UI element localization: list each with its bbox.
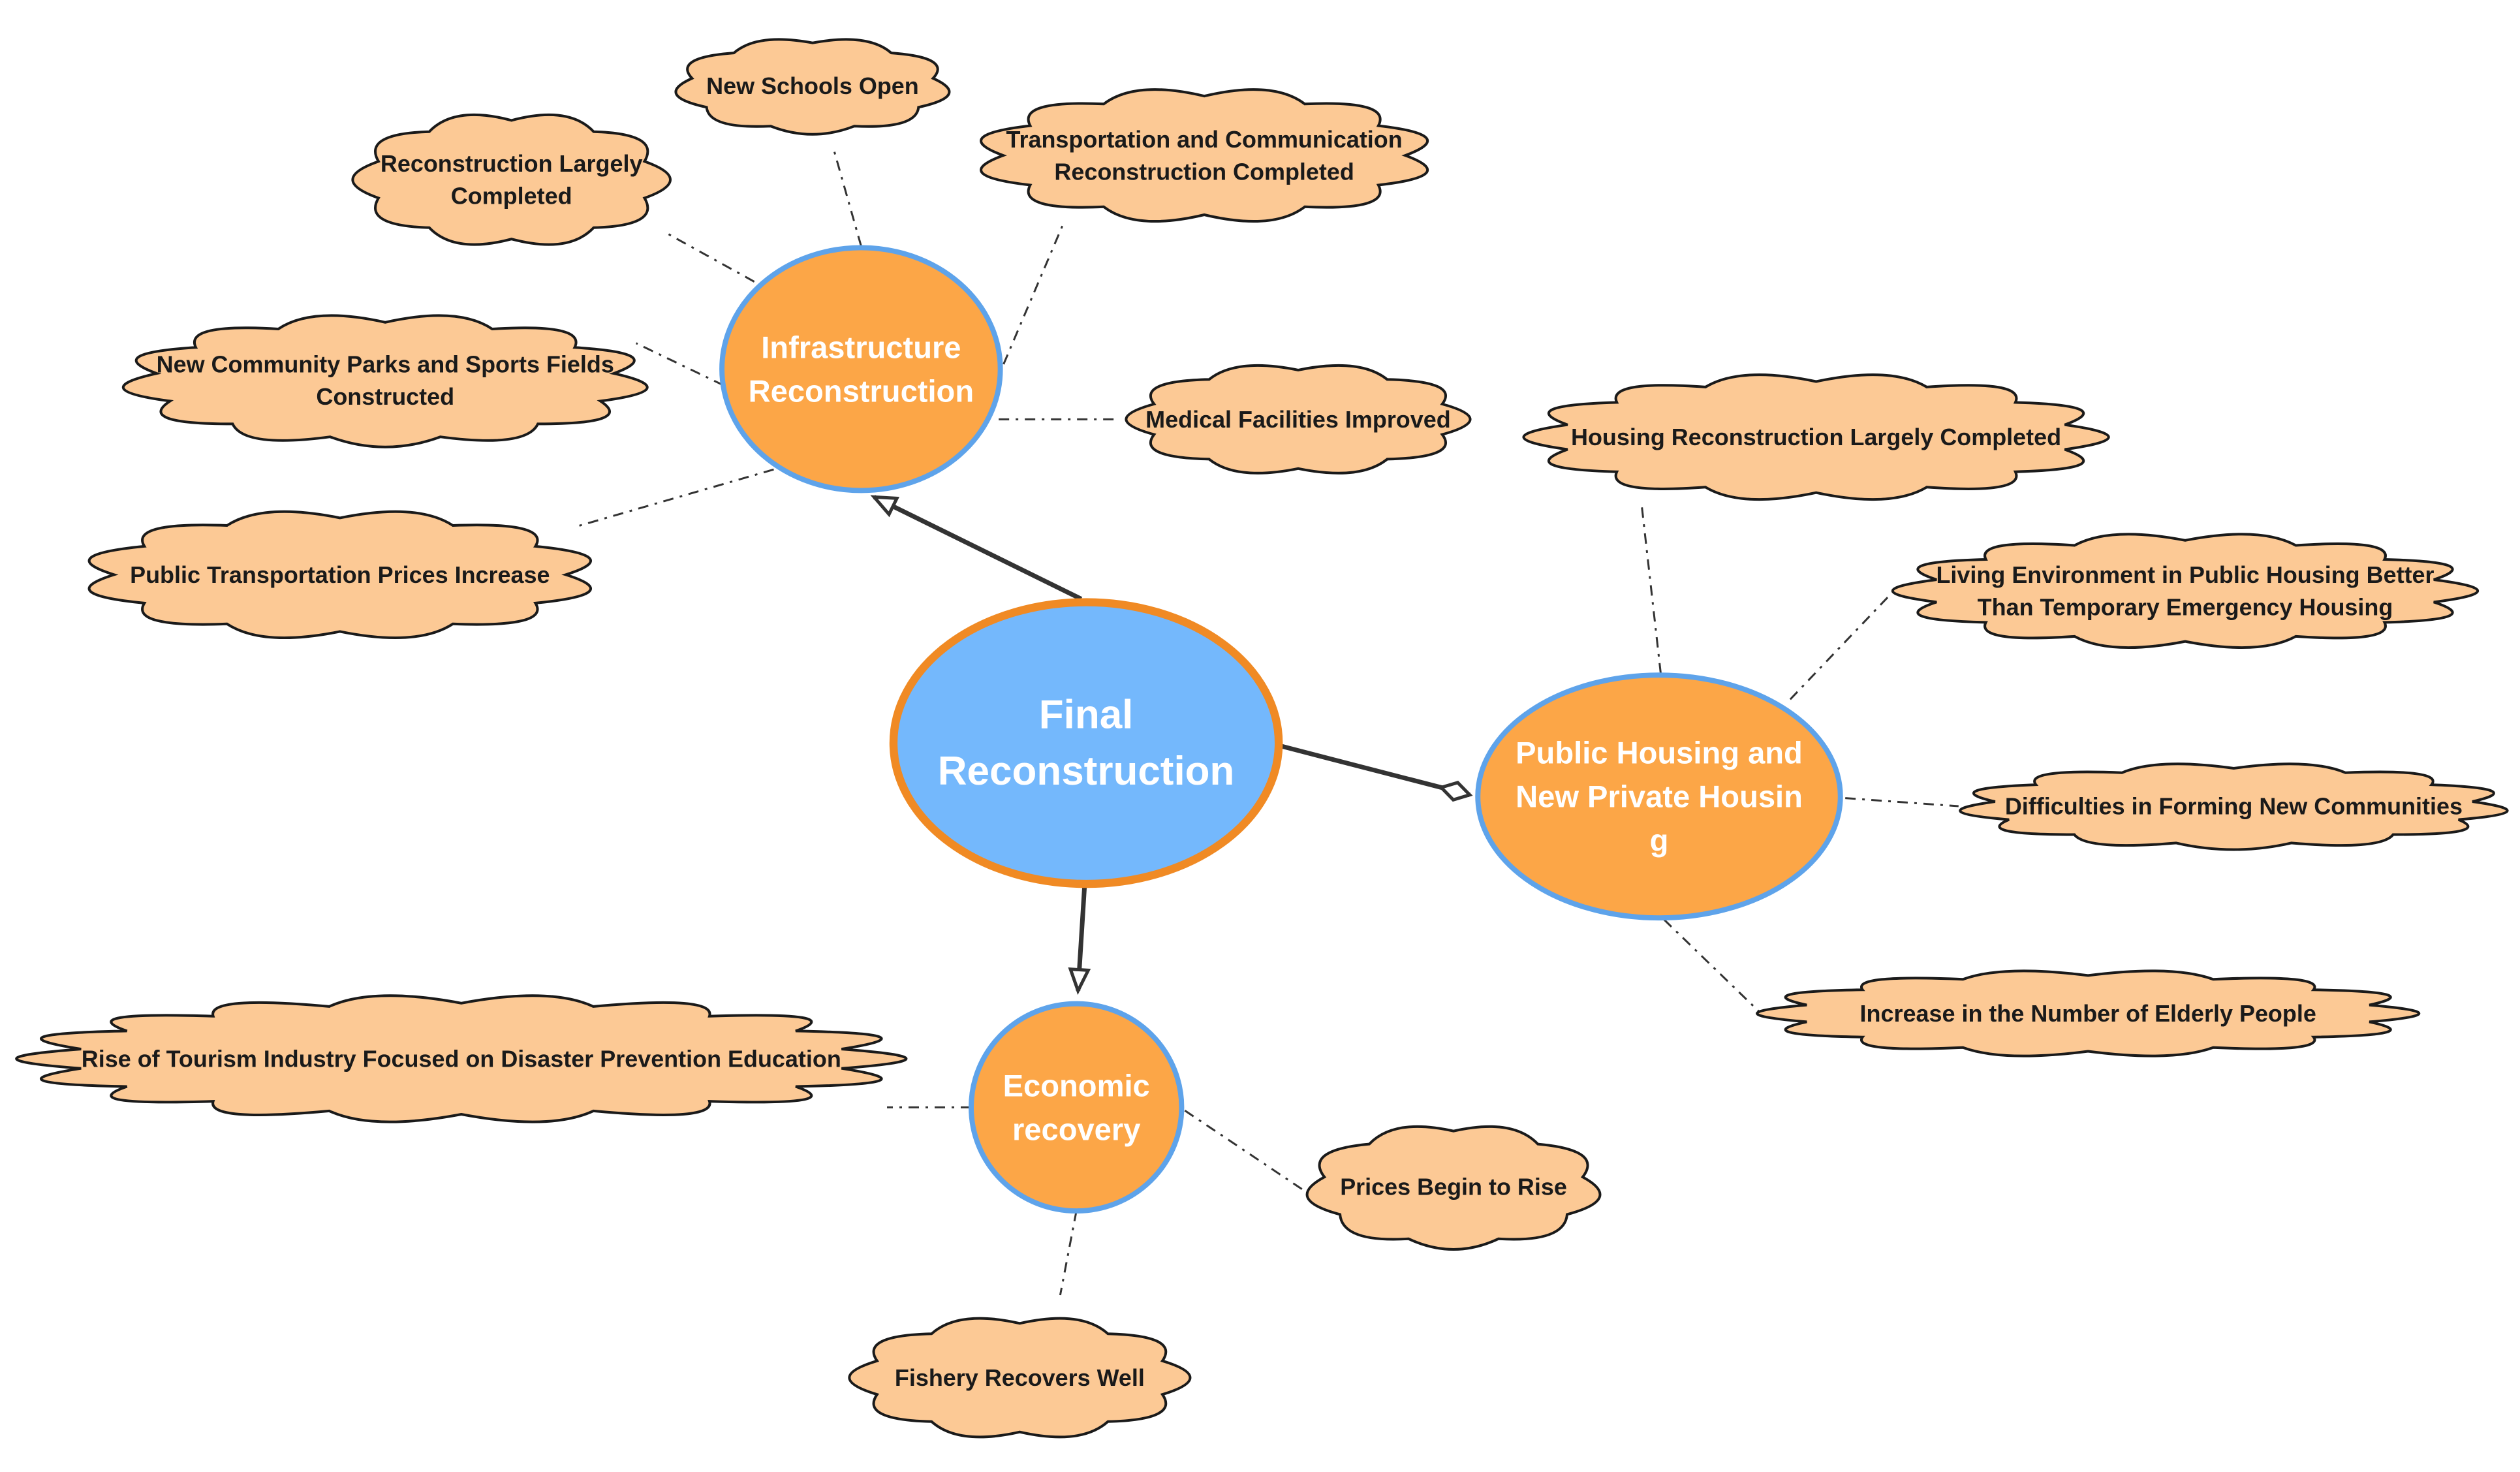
link-new-schools [832,148,862,247]
link-living-environment [1789,590,1895,700]
cloud-new-schools[interactable]: New Schools Open [674,38,951,136]
branch-node-housing-label-line-3: g [1650,823,1669,858]
cloud-reconstruction-completed-label-line-1: Reconstruction Largely [381,150,643,177]
central-node-label-line-2: Reconstruction [938,749,1235,794]
cloud-tourism-label: Rise of Tourism Industry Focused on Disa… [82,1045,841,1072]
cloud-prices-rise[interactable]: Prices Begin to Rise [1305,1125,1602,1251]
cloud-transport-comm-label-line-2: Reconstruction Completed [1054,158,1354,185]
cloud-prices-rise-shape [1305,1125,1602,1251]
cloud-fishery[interactable]: Fishery Recovers Well [848,1317,1192,1439]
arrow-to-housing [1281,744,1473,802]
cloud-living-environment-label-line-2: Than Temporary Emergency Housing [1978,594,2393,621]
branch-node-housing-label-line-1: Public Housing and [1516,736,1803,770]
cloud-community-parks-label-line-1: New Community Parks and Sports Fields [157,351,614,378]
cloud-transport-comm-label-line-1: Transportation and Communication [1006,126,1402,153]
branch-node-infrastructure-label-line-2: Reconstruction [749,373,974,408]
cloud-living-environment-shape [1891,533,2480,650]
link-elderly [1663,918,1766,1018]
cloud-medical-label: Medical Facilities Improved [1145,406,1451,433]
link-prices-rise [1184,1110,1309,1195]
cloud-elderly-label: Increase in the Number of Elderly People [1860,1000,2316,1027]
cloud-living-environment-label-line-1: Living Environment in Public Housing Bet… [1936,561,2434,588]
cloud-transport-comm-shape [980,88,1429,223]
cloud-housing-completed[interactable]: Housing Reconstruction Largely Completed [1522,373,2110,501]
cloud-new-communities[interactable]: Difficulties in Forming New Communities [1959,762,2509,851]
arrow-to-infrastructure [870,495,1083,601]
cloud-living-environment[interactable]: Living Environment in Public Housing Bet… [1891,533,2480,650]
link-transport-prices [577,468,774,527]
arrow-to-housing-diamond-head [1438,780,1473,802]
cloud-community-parks[interactable]: New Community Parks and Sports FieldsCon… [122,314,649,448]
link-reconstruction-completed [663,230,755,283]
branch-node-economic-label-line-2: recovery [1012,1112,1140,1146]
cloud-transport-prices-shape [87,510,592,640]
central-node-label-line-1: Final [1039,692,1134,737]
link-transport-comm [1003,223,1065,365]
cloud-new-communities-shape [1959,762,2509,851]
nodes-layer: FinalReconstructionInfrastructureReconst… [719,245,1843,1214]
cloud-medical[interactable]: Medical Facilities Improved [1125,364,1472,475]
link-community-parks [635,342,724,386]
branch-node-housing-label-line-2: New Private Housin [1516,779,1803,814]
branch-node-housing-shape [1475,672,1843,921]
cloud-reconstruction-completed-shape [351,113,672,246]
arrow-to-infrastructure-line [873,495,1083,601]
cloud-elderly[interactable]: Increase in the Number of Elderly People [1756,969,2421,1057]
cloud-housing-completed-label: Housing Reconstruction Largely Completed [1571,424,2061,450]
cloud-transport-comm[interactable]: Transportation and CommunicationReconstr… [980,88,1429,223]
branch-node-infrastructure-shape [719,245,1003,493]
cloud-fishery-shape [848,1317,1192,1439]
link-housing-completed [1640,501,1662,674]
links-layer [577,148,1959,1296]
cloud-prices-rise-label: Prices Begin to Rise [1340,1173,1567,1200]
branch-node-economic-shape [969,1001,1185,1214]
cloud-medical-shape [1125,364,1472,475]
link-new-communities [1845,797,1959,807]
cloud-fishery-label: Fishery Recovers Well [895,1364,1145,1391]
branch-node-economic-label-line-1: Economic [1003,1068,1150,1103]
arrow-to-infrastructure-arrow-head [870,495,900,518]
branch-node-infrastructure-label-line-1: Infrastructure [761,330,961,364]
cloud-elderly-shape [1756,969,2421,1057]
cloud-tourism[interactable]: Rise of Tourism Industry Focused on Disa… [15,994,908,1123]
branch-node-economic[interactable]: Economic recovery [969,1001,1185,1214]
cloud-reconstruction-completed-label-line-2: Completed [451,183,572,210]
cloud-transport-prices-label: Public Transportation Prices Increase [130,561,550,588]
arrow-to-economic-arrow-head [1068,967,1091,995]
cloud-community-parks-label-line-2: Constructed [316,383,454,410]
cloud-new-schools-shape [674,38,951,136]
link-fishery [1059,1210,1078,1296]
arrow-to-economic [1068,886,1091,995]
cloud-new-communities-label: Difficulties in Forming New Communities [2005,793,2463,820]
central-node-shape [889,598,1283,888]
cloud-new-schools-label: New Schools Open [706,72,919,99]
cloud-housing-completed-shape [1522,373,2110,501]
cloud-transport-prices[interactable]: Public Transportation Prices Increase [87,510,592,640]
cloud-community-parks-shape [122,314,649,448]
cloud-tourism-shape [15,994,908,1123]
